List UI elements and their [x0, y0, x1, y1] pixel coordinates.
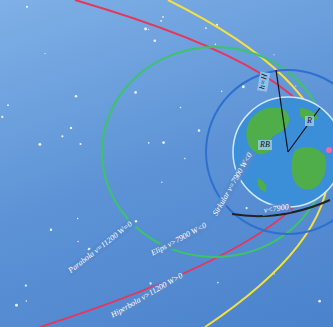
orbit-label: Elips v>7900 W<0: [148, 220, 211, 260]
height-label: h=H: [257, 71, 270, 92]
orbit-label: Parabola v=11200 W=0: [65, 218, 136, 277]
launch-point: [326, 147, 332, 153]
circular-orbit: [206, 70, 333, 234]
fall-trajectory: [232, 200, 330, 216]
radius-label: R: [305, 116, 314, 126]
orbit-label: Hiperbola v>11200 W>0: [108, 270, 187, 321]
height-line: [276, 70, 288, 152]
radius-line: [288, 108, 320, 152]
earth-radius-label: RB: [258, 140, 272, 150]
